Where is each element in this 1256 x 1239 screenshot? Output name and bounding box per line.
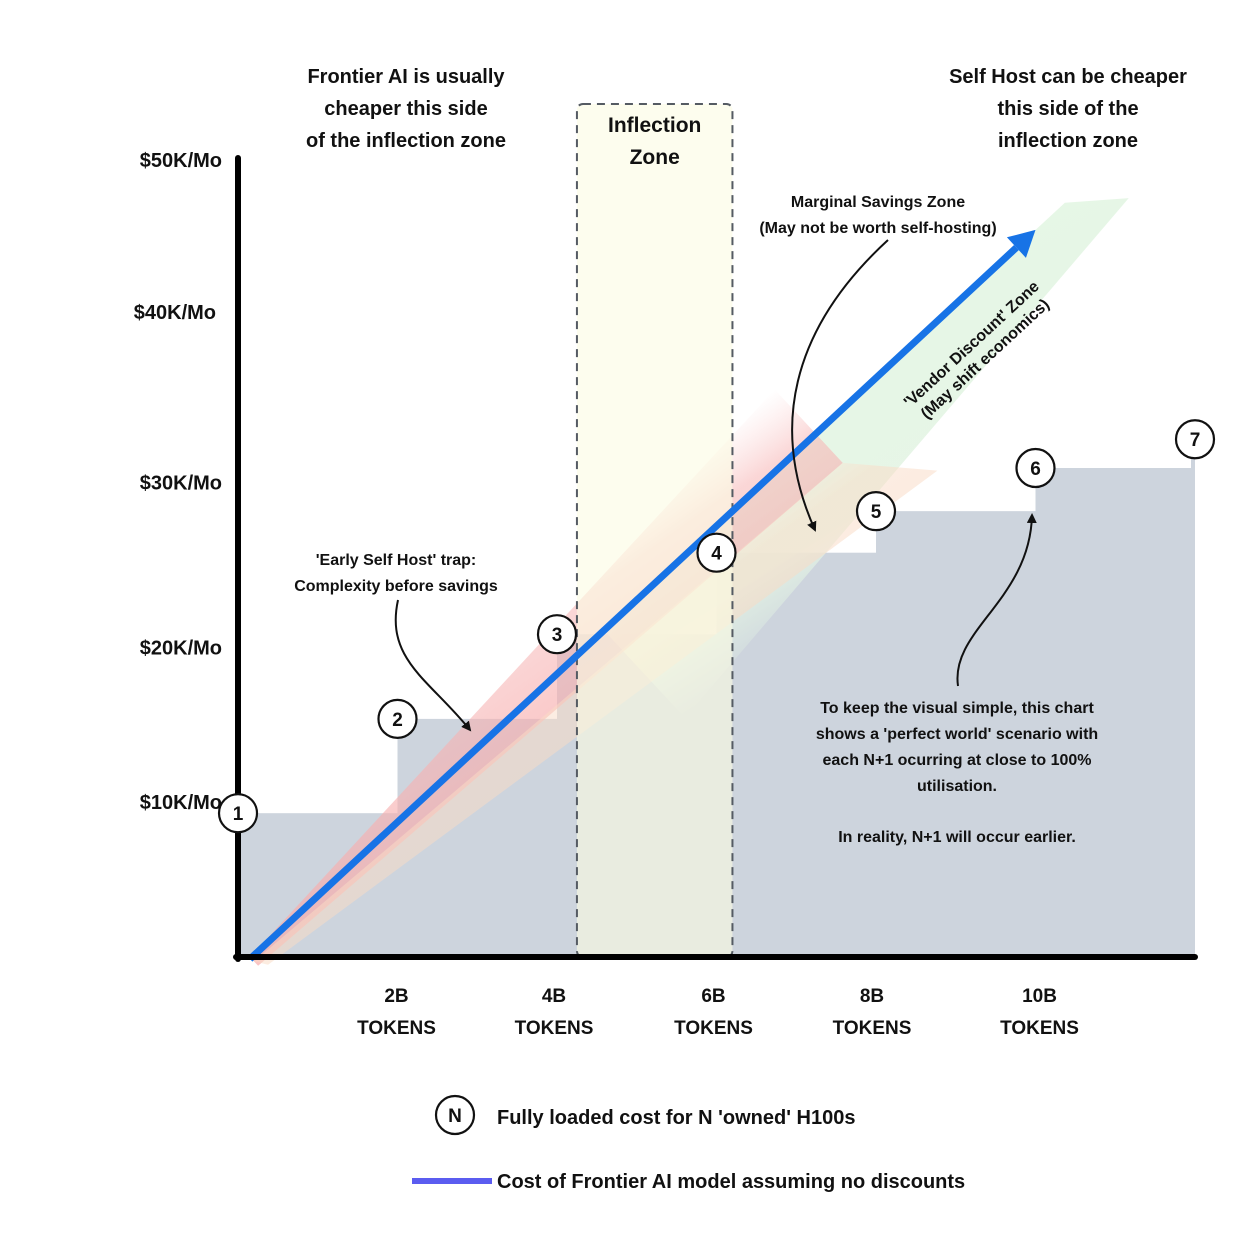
step-marker-label: 2 [392,710,403,731]
legend: N Fully loaded cost for N 'owned' H100sCo… [412,1094,965,1193]
step-marker-circle [536,614,578,655]
step-marker-circle [217,793,259,834]
note-text: utilisation. [917,778,997,795]
y-tick-label: $30K/Mo [140,473,222,495]
note-arrow [956,513,1037,687]
early-self-host-text: Complexity before savings [294,578,498,595]
y-tick-label: $10K/Mo [140,792,222,814]
step-marker-1: 1 [217,793,259,834]
x-tick-label: TOKENS [674,1018,753,1039]
step-marker-label: 3 [552,625,563,646]
step-marker-circle [855,491,897,532]
marginal-savings-arrow [791,239,889,532]
y-tick-label: $40K/Mo [134,302,216,324]
step-markers-layer: 1 2 3 4 5 6 7 [217,419,1216,834]
note-text: To keep the visual simple, this chart [820,700,1094,717]
inflection-zone [575,103,734,958]
step-marker-4: 4 [696,532,737,573]
x-tick-label: 8B [860,986,884,1007]
y-tick-label: $20K/Mo [140,637,222,659]
marginal-savings-text: Marginal Savings Zone [791,194,965,211]
x-tick-label: 6B [701,986,725,1007]
legend-label: Fully loaded cost for N 'owned' H100s [497,1107,855,1129]
step-marker-label: 6 [1030,459,1041,480]
step-marker-label: 5 [871,502,882,523]
step-marker-circle [696,532,737,573]
step-marker-circle [1015,447,1056,489]
x-tick-label: TOKENS [833,1018,912,1039]
marginal-savings-text: (May not be worth self-hosting) [759,220,996,237]
legend-symbol-n: N [448,1106,462,1127]
step-marker-circle [377,698,418,739]
legend-item-owned-h100: N Fully loaded cost for N 'owned' H100s [434,1094,855,1136]
right-header-text: this side of the [997,98,1138,120]
left-header-text: Frontier AI is usually [307,66,505,88]
step-marker-6: 6 [1015,447,1056,489]
step-marker-7: 7 [1174,419,1216,460]
step-marker-circle [1174,419,1216,460]
step-marker-label: 1 [233,804,244,825]
frontier-ai-cost-line [247,245,1019,962]
inflection-zone-label-2: Zone [630,146,680,169]
step-bar-7 [1191,439,1195,957]
step-marker-label: 4 [711,544,722,565]
annotation-arrows-layer [394,239,1037,732]
legend-label: Cost of Frontier AI model assuming no di… [497,1171,965,1193]
x-tick-label: TOKENS [357,1018,436,1039]
left-header-text: cheaper this side [324,98,487,120]
step-marker-3: 3 [536,614,578,655]
note-text: shows a 'perfect world' scenario with [816,726,1098,743]
note-reality-text: In reality, N+1 will occur earlier. [838,829,1076,846]
x-tick-label: 2B [384,986,408,1007]
right-header-text: Self Host can be cheaper [949,66,1187,88]
step-bar-6 [1035,468,1195,957]
inflection-zone-label-1: Inflection [608,114,701,137]
step-marker-2: 2 [377,698,418,739]
x-tick-label: 4B [542,986,566,1007]
left-header-text: of the inflection zone [306,130,506,152]
frontier-line-arrowhead [1006,229,1036,258]
y-tick-label: $50K/Mo [140,150,222,172]
step-marker-5: 5 [855,491,897,532]
frontier-line-layer [247,229,1036,962]
right-header-text: inflection zone [998,130,1138,152]
early-self-host-arrow [394,599,472,732]
x-tick-label: 10B [1022,986,1057,1007]
x-tick-label: TOKENS [1000,1018,1079,1039]
early-self-host-text: 'Early Self Host' trap: [316,552,477,569]
note-text: each N+1 ocurring at close to 100% [823,752,1092,769]
x-tick-label: TOKENS [515,1018,594,1039]
legend-symbol-n-circle [434,1094,476,1136]
step-marker-label: 7 [1190,430,1201,451]
legend-item-frontier-line: Cost of Frontier AI model assuming no di… [412,1171,965,1193]
